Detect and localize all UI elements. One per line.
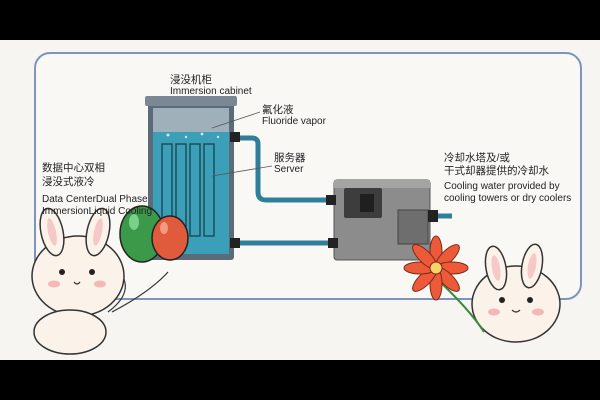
- title-en-line2: ImmersionLiquid Cooling: [42, 206, 153, 217]
- title-en-line1: Data CenterDual Phase: [42, 194, 148, 205]
- heat-exchanger: [326, 179, 431, 261]
- cooling-label-zh-line2: 干式却器提供的冷却水: [444, 165, 549, 177]
- title-zh-line1: 数据中心双相: [42, 162, 105, 174]
- server-label-en: Server: [274, 164, 304, 175]
- vapor-label-zh: 氟化液: [262, 104, 294, 116]
- bunny-character-left: [31, 207, 169, 355]
- cabinet-label-zh: 浸没机柜: [170, 74, 212, 86]
- cooling-diagram: [31, 96, 561, 355]
- server-label-zh: 服务器: [274, 152, 306, 164]
- red-balloon: [151, 215, 189, 261]
- title-zh-line2: 浸没式液冷: [42, 176, 95, 188]
- red-flower: [403, 235, 485, 333]
- cooling-label-en-line2: cooling towers or dry coolers: [444, 193, 572, 204]
- leader-lines: [211, 111, 273, 177]
- cooling-label-zh-line1: 冷却水塔及/或: [444, 152, 510, 164]
- bunny-character-right: [471, 243, 561, 343]
- video-frame: 浸没机柜 Immersion cabinet 氟化液 Fluoride vapo…: [0, 40, 600, 360]
- vapor-label-en: Fluoride vapor: [262, 116, 326, 127]
- cabinet-label-en: Immersion cabinet: [170, 86, 252, 97]
- cooling-label-en-line1: Cooling water provided by: [444, 181, 560, 192]
